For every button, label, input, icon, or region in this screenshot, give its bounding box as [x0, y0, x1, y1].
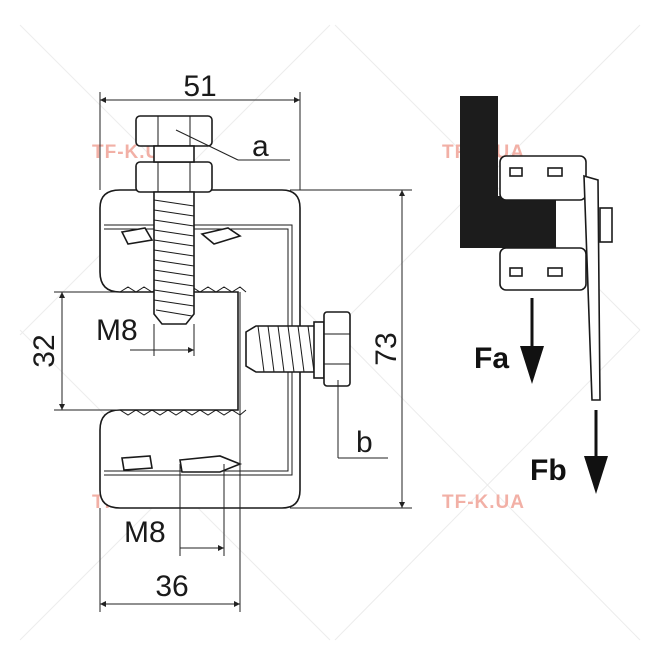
dimension-73-label: 73 [370, 332, 403, 365]
force-fa-label: Fa [474, 342, 509, 375]
dimension-51: 51 [99, 70, 301, 190]
mounting-view [460, 96, 613, 401]
dimension-73: 73 [290, 189, 412, 509]
thread-m8-lower: M8 [124, 464, 225, 556]
callout-a-label: a [252, 130, 269, 163]
thread-m8-upper: M8 [96, 314, 195, 356]
thread-m8-upper-label: M8 [96, 314, 138, 347]
l-profile [460, 96, 556, 248]
thread-m8-lower-label: M8 [124, 516, 166, 549]
horizontal-bolt [245, 311, 351, 387]
callout-b: b [337, 380, 388, 459]
dimension-36-label: 36 [155, 570, 188, 603]
watermark-bottom-right: TF-K.UA [442, 492, 525, 513]
force-fb: Fb [530, 410, 608, 494]
force-fb-label: Fb [530, 454, 567, 487]
callout-a: a [175, 129, 290, 163]
dimension-32-label: 32 [28, 334, 61, 367]
callout-b-label: b [356, 426, 373, 459]
vertical-bolt [135, 115, 213, 325]
dimension-51-label: 51 [183, 70, 216, 103]
dimension-36: 36 [99, 292, 241, 612]
dimension-32: 32 [28, 291, 120, 411]
force-fa: Fa [474, 298, 544, 384]
